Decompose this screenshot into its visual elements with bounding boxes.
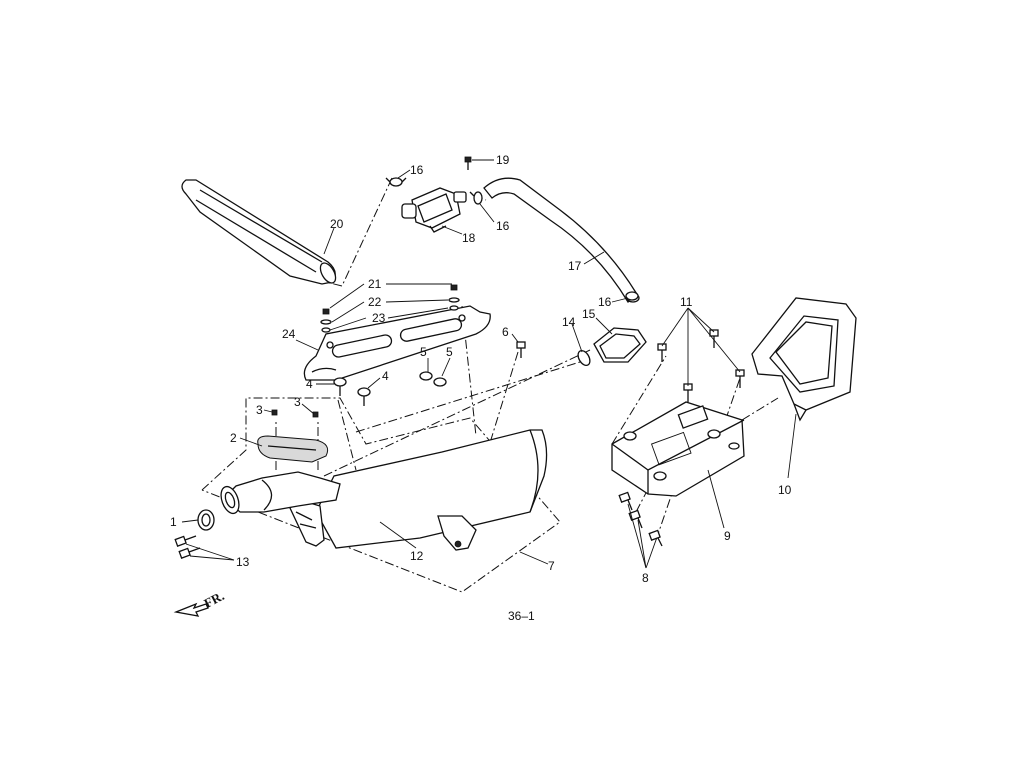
callout-19: 19 <box>496 153 510 167</box>
callout-12: 12 <box>410 549 424 563</box>
heat-guard-24 <box>303 305 491 381</box>
callout-1: 1 <box>170 515 177 529</box>
callout-6: 6 <box>502 325 509 339</box>
leader-lines <box>181 159 797 569</box>
callout-16a: 16 <box>410 163 424 177</box>
clamps <box>385 156 639 301</box>
bracket-9 <box>611 401 745 497</box>
callout-16b: 16 <box>496 219 510 233</box>
front-shield-2 <box>257 435 329 463</box>
callout-11: 11 <box>680 295 693 309</box>
figure-label: 36–1 <box>508 609 535 623</box>
joint-15 <box>577 327 647 367</box>
callout-16c: 16 <box>598 295 612 309</box>
callout-7: 7 <box>548 559 555 573</box>
air-valve-18 <box>401 187 467 233</box>
callout-17: 17 <box>568 259 582 273</box>
callout-21: 21 <box>368 277 382 291</box>
callout-23: 23 <box>372 311 386 325</box>
callout-13: 13 <box>236 555 250 569</box>
callout-3b: 3 <box>294 395 301 409</box>
small-bolts <box>174 341 526 559</box>
frame-10 <box>751 297 857 422</box>
callout-8: 8 <box>642 571 649 585</box>
bracket-bolts <box>618 329 745 547</box>
callout-4b: 4 <box>382 369 389 383</box>
callout-24: 24 <box>282 327 296 341</box>
front-direction-arrow <box>173 602 209 617</box>
screw-stacks <box>320 284 460 333</box>
callout-5b: 5 <box>446 345 453 359</box>
callout-2: 2 <box>230 431 237 445</box>
front-pipe <box>197 471 341 531</box>
callout-labels: 1 2 3 3 4 4 5 5 6 7 8 9 10 11 12 13 14 1… <box>170 153 792 585</box>
callout-14: 14 <box>562 315 576 329</box>
hose-loop-20 <box>181 179 337 285</box>
callout-20: 20 <box>330 217 344 231</box>
callout-9: 9 <box>724 529 731 543</box>
callout-15: 15 <box>582 307 596 321</box>
callout-3a: 3 <box>256 403 263 417</box>
callout-5a: 5 <box>420 345 427 359</box>
hose-17 <box>483 177 640 303</box>
callout-22: 22 <box>368 295 382 309</box>
muffler-12 <box>289 429 548 551</box>
callout-4a: 4 <box>306 377 313 391</box>
callout-18: 18 <box>462 231 476 245</box>
callout-10: 10 <box>778 483 792 497</box>
